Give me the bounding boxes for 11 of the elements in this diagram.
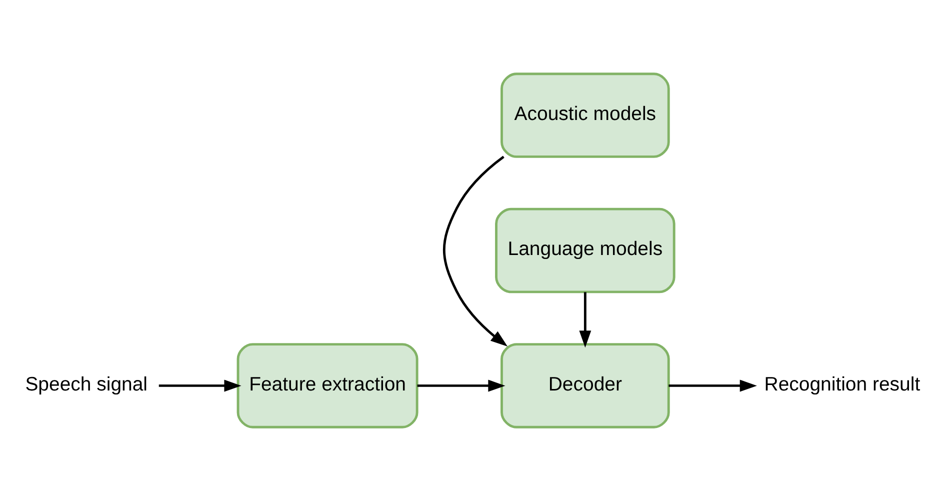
node-text: Recognition result — [764, 372, 920, 395]
arrow — [442, 155, 508, 346]
arrow — [579, 292, 592, 348]
node-text: Speech signal — [25, 372, 148, 395]
node-box: Feature extraction — [236, 342, 418, 428]
node-box: Decoder — [500, 342, 670, 428]
node-box: Language models — [495, 207, 676, 293]
arrow — [417, 379, 506, 392]
arrow — [668, 379, 757, 392]
arrow — [158, 379, 242, 392]
node-box: Acoustic models — [500, 72, 670, 158]
